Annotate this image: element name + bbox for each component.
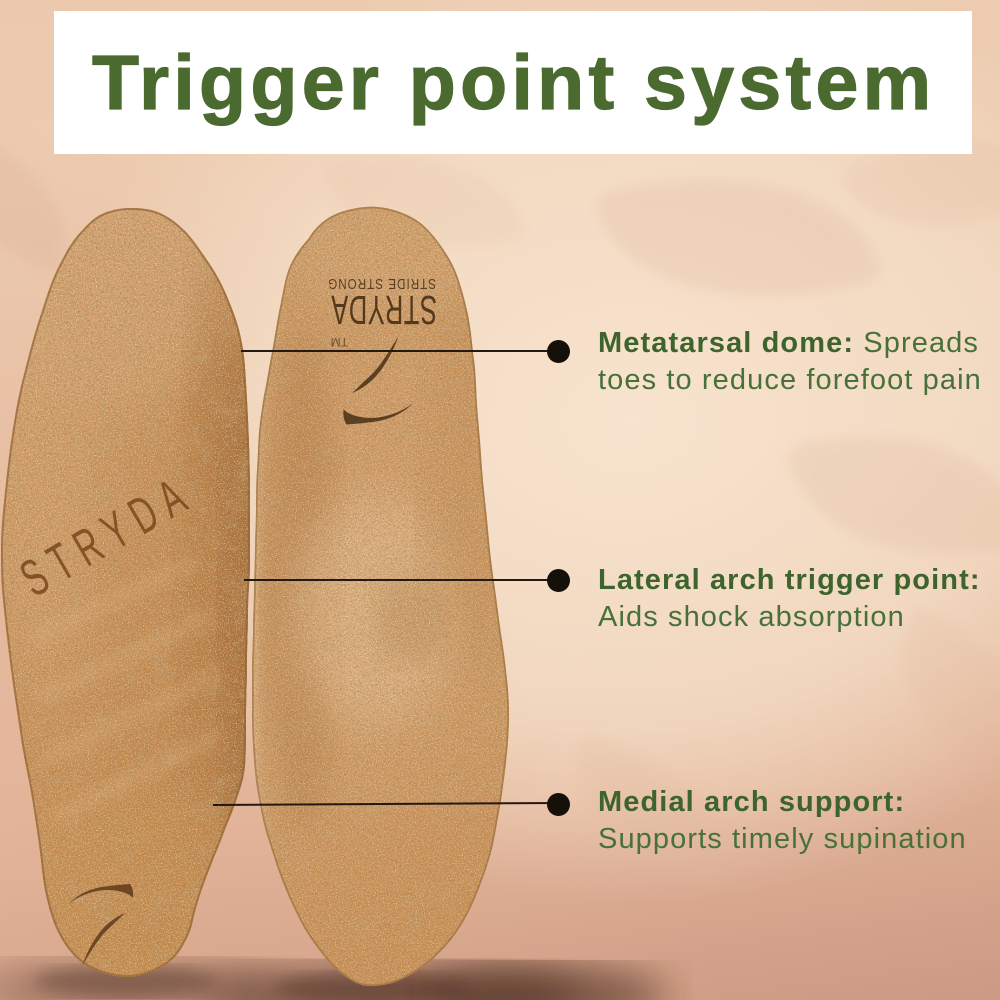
svg-text:STRIDE STRONG: STRIDE STRONG xyxy=(327,276,436,293)
svg-text:TM: TM xyxy=(331,335,348,349)
svg-text:STRYDA: STRYDA xyxy=(331,286,437,332)
